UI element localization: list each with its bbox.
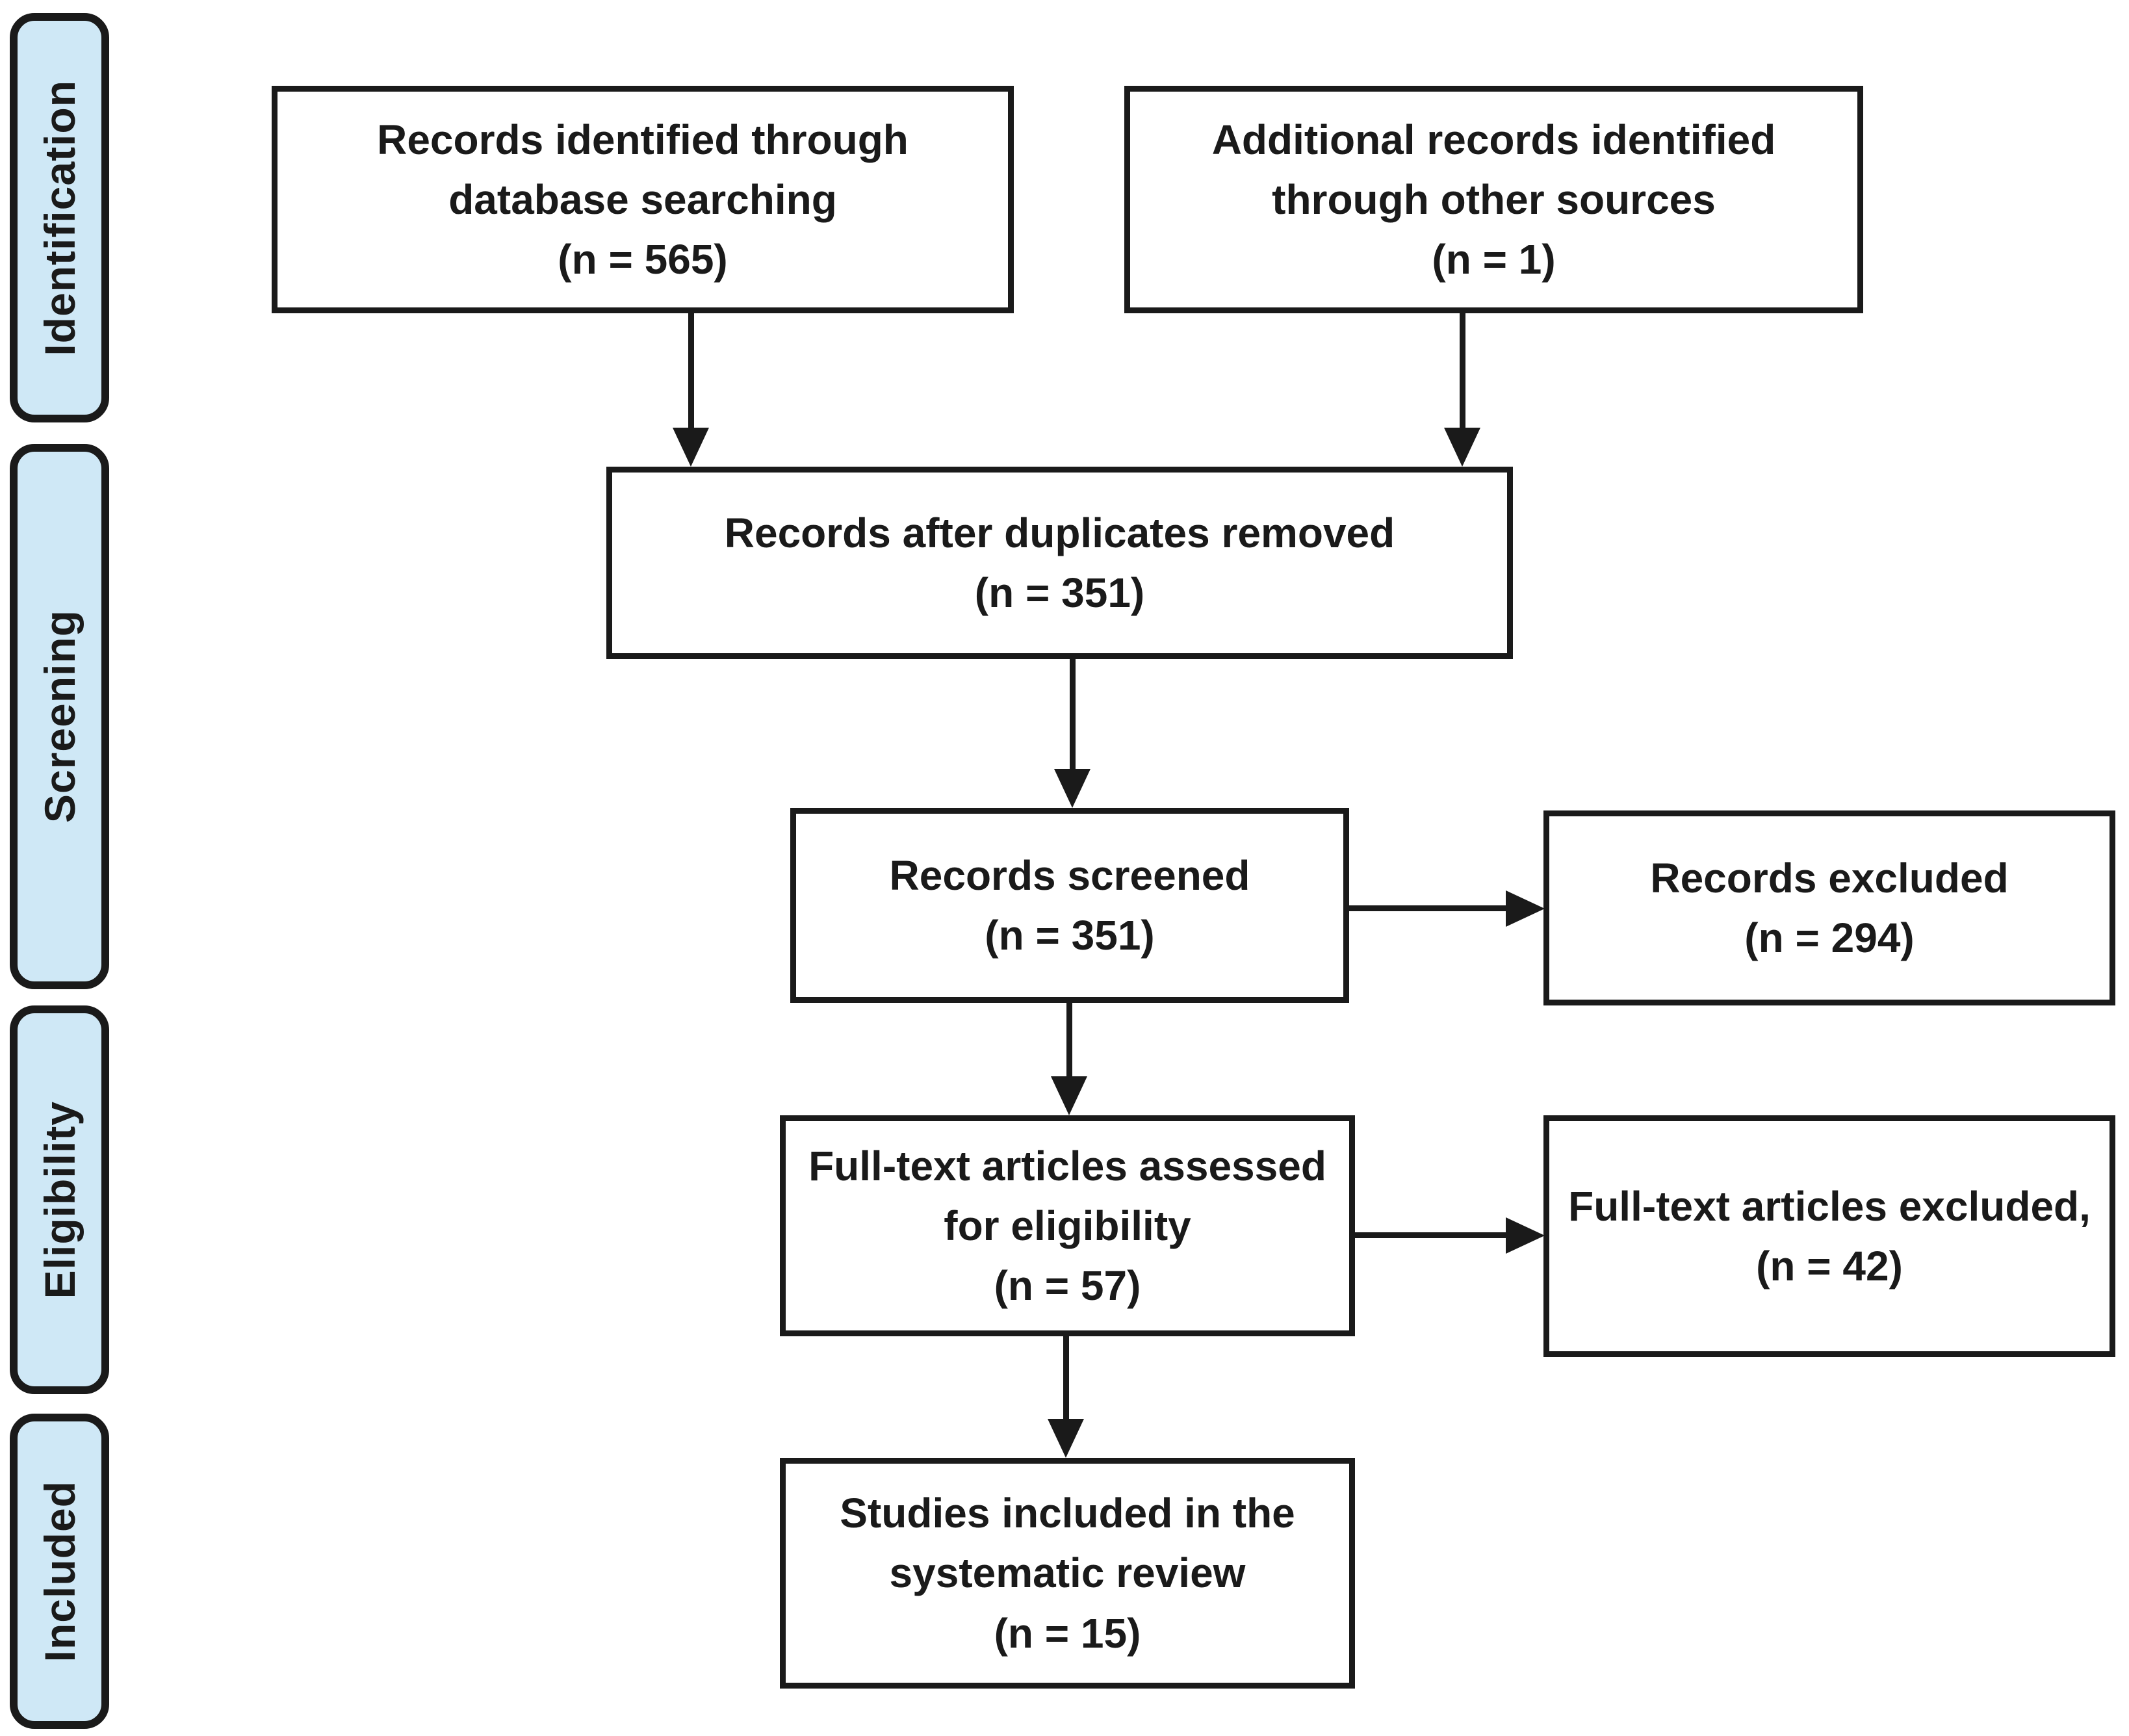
arrow-shaft	[1460, 313, 1465, 429]
arrowhead-down-icon	[1054, 769, 1090, 808]
box-text-line: through other sources	[1272, 175, 1716, 223]
box-text-line: for eligibility	[944, 1202, 1191, 1249]
box-text-line: Records screened	[889, 851, 1250, 899]
box-count-line: (n = 42)	[1756, 1243, 1903, 1289]
stage-eligibility: Eligibility	[10, 1005, 109, 1394]
arrow-shaft	[1063, 1336, 1069, 1420]
arrowhead-right-icon	[1506, 1217, 1545, 1254]
box-text-line: Studies included in the	[840, 1490, 1295, 1537]
box-text-line: Records after duplicates removed	[724, 509, 1395, 556]
arrow-shaft	[1070, 659, 1076, 770]
arrowhead-down-icon	[673, 428, 709, 467]
box-text-line: Full-text articles excluded,	[1568, 1182, 2091, 1230]
arrow-shaft	[1066, 1003, 1072, 1078]
box-count-line: (n = 57)	[994, 1262, 1141, 1310]
box-count-line: (n = 294)	[1744, 914, 1915, 961]
stage-identification: Identification	[10, 13, 109, 422]
box-count-line: (n = 351)	[974, 569, 1145, 616]
box-records-identified: Records identified through database sear…	[272, 86, 1014, 313]
box-count-line: (n = 1)	[1432, 236, 1556, 283]
stage-screening: Screening	[10, 444, 109, 989]
arrowhead-down-icon	[1051, 1076, 1087, 1115]
box-records-screened: Records screened (n = 351)	[790, 808, 1349, 1003]
stage-included: Included	[10, 1414, 109, 1729]
box-text-line: Records excluded	[1650, 854, 2009, 901]
box-count-line: (n = 565)	[558, 236, 728, 283]
stage-included-label: Included	[35, 1480, 84, 1663]
stage-eligibility-label: Eligibility	[35, 1100, 84, 1299]
arrowhead-right-icon	[1506, 890, 1545, 927]
box-text-line: systematic review	[889, 1549, 1246, 1597]
arrowhead-down-icon	[1444, 428, 1480, 467]
box-fulltext-assessed: Full-text articles assessed for eligibil…	[780, 1115, 1355, 1336]
arrow-shaft	[688, 313, 694, 429]
box-text-line: Records identified through	[377, 116, 909, 163]
arrow-shaft	[1349, 905, 1507, 911]
box-text-line: Additional records identified	[1211, 116, 1776, 163]
box-count-line: (n = 351)	[985, 912, 1155, 959]
stage-identification-label: Identification	[35, 79, 84, 356]
box-duplicates-removed: Records after duplicates removed (n = 35…	[606, 467, 1513, 659]
box-records-excluded: Records excluded (n = 294)	[1543, 810, 2115, 1005]
box-studies-included: Studies included in the systematic revie…	[780, 1458, 1355, 1689]
box-text-line: database searching	[448, 175, 837, 223]
box-count-line: (n = 15)	[994, 1609, 1141, 1657]
box-text-line: Full-text articles assessed	[808, 1142, 1326, 1189]
stage-screening-label: Screening	[35, 610, 84, 823]
arrow-shaft	[1355, 1232, 1507, 1238]
box-fulltext-excluded: Full-text articles excluded, (n = 42)	[1543, 1115, 2115, 1357]
box-additional-records: Additional records identified through ot…	[1124, 86, 1863, 313]
arrowhead-down-icon	[1048, 1419, 1084, 1458]
